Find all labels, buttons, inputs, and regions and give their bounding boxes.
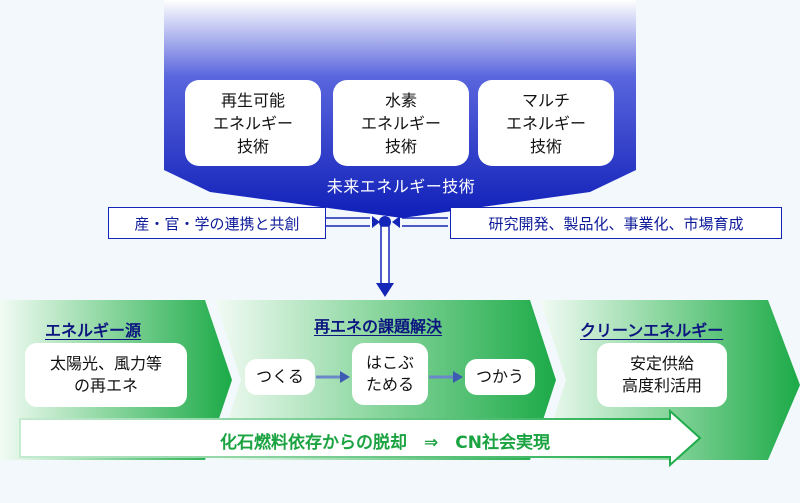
- tech-box-line: 技術: [384, 136, 417, 156]
- multi-energy-tech-box: マルチ エネルギー 技術: [478, 80, 614, 166]
- energy-source-heading: エネルギー源: [45, 321, 142, 340]
- step-label: つかう: [475, 367, 524, 386]
- box-line: 太陽光、風力等: [49, 354, 162, 373]
- left-connector-arrowhead: [372, 216, 380, 228]
- down-arrow-head: [376, 283, 394, 297]
- tech-box-line: 水素: [384, 90, 417, 110]
- tech-box-line: エネルギー: [212, 113, 293, 133]
- renewable-energy-tech-box: 再生可能 エネルギー 技術: [185, 80, 321, 166]
- energy-source-box: 太陽光、風力等 の再エネ: [25, 343, 187, 407]
- box-line: の再エネ: [73, 376, 138, 395]
- tech-box-line: 技術: [529, 136, 562, 156]
- down-arrow-shaft: [380, 225, 390, 285]
- step-make-box: つくる: [245, 359, 315, 395]
- clean-energy-box: 安定供給 高度利活用: [597, 343, 727, 407]
- center-dot: [379, 216, 391, 228]
- rnd-commercialization-box: 研究開発、製品化、事業化、市場育成: [450, 207, 782, 239]
- box-line: 高度利活用: [621, 376, 702, 395]
- cn-society-banner-text: 化石燃料依存からの脱却 ⇒ CN社会実現: [220, 433, 550, 453]
- hydrogen-energy-tech-box: 水素 エネルギー 技術: [333, 80, 469, 166]
- step-label: つくる: [256, 367, 304, 386]
- step-label: はこぶ: [365, 353, 414, 372]
- tech-box-line: エネルギー: [505, 113, 586, 133]
- tech-box-line: エネルギー: [360, 113, 441, 133]
- side-connectors: [326, 217, 448, 227]
- tech-box-line: 再生可能: [220, 90, 285, 110]
- right-connector-arrowhead: [392, 216, 400, 228]
- clean-energy-heading: クリーンエネルギー: [580, 321, 724, 340]
- step-label: ためる: [365, 375, 414, 394]
- tech-box-line: マルチ: [521, 90, 570, 110]
- step-use-box: つかう: [465, 359, 535, 395]
- banner-arrow: [19, 408, 702, 468]
- step-arrows: [316, 371, 463, 383]
- box-line: 安定供給: [629, 354, 694, 373]
- tech-box-line: 技術: [236, 136, 269, 156]
- challenge-heading: 再エネの課題解決: [314, 317, 443, 336]
- collaboration-box: 産・官・学の連携と共創: [108, 207, 326, 239]
- step-transport-store-box: はこぶ ためる: [352, 343, 428, 405]
- future-energy-tech-label: 未来エネルギー技術: [326, 177, 476, 196]
